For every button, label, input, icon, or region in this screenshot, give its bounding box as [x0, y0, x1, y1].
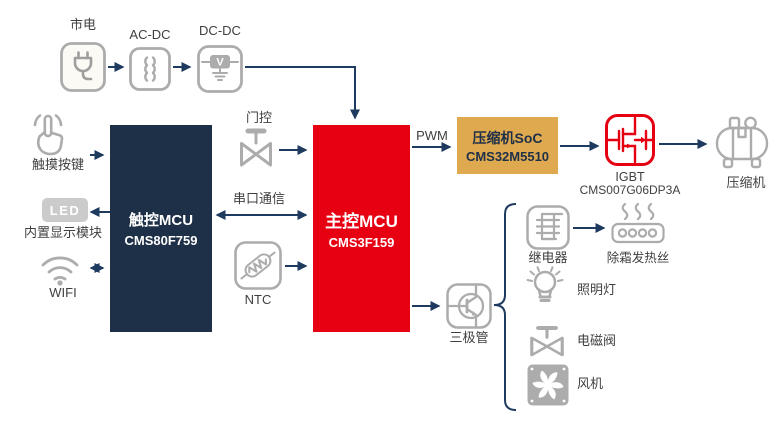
igbt-label: IGBT: [615, 170, 645, 184]
defrost-heater-icon: [611, 203, 665, 244]
fan-label: 风机: [577, 376, 604, 391]
igbt-part-label: CMS007G06DP3A: [579, 183, 681, 197]
touch-gesture-icon: [33, 114, 64, 156]
led-icon-text: LED: [49, 202, 81, 218]
touch-button-label: 触摸按键: [31, 157, 84, 172]
defrost-heater-label: 除霜发热丝: [606, 251, 670, 265]
acdc-transformer-icon: [129, 47, 171, 91]
relay-label: 继电器: [528, 250, 568, 265]
solenoid-valve-icon: [530, 325, 564, 357]
dcdc-regulator-icon: V: [197, 45, 243, 93]
ntc-sensor-icon: [234, 241, 282, 290]
igbt-icon: [605, 114, 655, 166]
compressor-icon: [715, 116, 769, 169]
mains-label: 市电: [69, 17, 96, 32]
touch-mcu-box: 触控MCU CMS80F759: [110, 125, 212, 332]
transistor-label: 三极管: [449, 330, 489, 345]
compressor-soc-name: 压缩机SoC: [472, 129, 543, 146]
transistor-icon: [446, 283, 492, 329]
main-mcu-box: 主控MCU CMS3F159: [313, 125, 410, 332]
pwm-label: PWM: [416, 128, 448, 143]
acdc-label: AC-DC: [129, 27, 171, 42]
relay-icon: [526, 205, 570, 250]
loads-brace: [493, 203, 517, 411]
solenoid-valve-label: 电磁阀: [577, 333, 617, 348]
wifi-label: WIFI: [49, 285, 77, 300]
dcdc-chip-letter: V: [216, 57, 224, 69]
compressor-soc-part: CMS32M5510: [465, 148, 550, 164]
door-valve-icon: [240, 128, 272, 167]
dcdc-label: DC-DC: [199, 23, 241, 38]
compressor-label: 压缩机: [726, 175, 766, 190]
main-mcu-name: 主控MCU: [325, 212, 398, 231]
main-mcu-part: CMS3F159: [328, 235, 395, 250]
arrow-dcdc-to-main-mcu: [245, 66, 360, 120]
mains-plug-icon: [60, 42, 106, 92]
light-bulb-icon: [526, 266, 564, 302]
compressor-soc-box: 压缩机SoC CMS32M5510: [457, 117, 558, 174]
door-control-label: 门控: [245, 110, 272, 125]
wifi-icon: [41, 256, 79, 286]
touch-mcu-name: 触控MCU: [128, 212, 194, 229]
light-label: 照明灯: [577, 282, 617, 297]
ntc-label: NTC: [244, 292, 272, 307]
fan-icon: [527, 364, 569, 406]
led-icon: LED: [42, 198, 88, 222]
serial-comm-label: 串口通信: [232, 191, 285, 206]
touch-mcu-part: CMS80F759: [124, 233, 198, 248]
display-module-label: 内置显示模块: [23, 225, 102, 240]
